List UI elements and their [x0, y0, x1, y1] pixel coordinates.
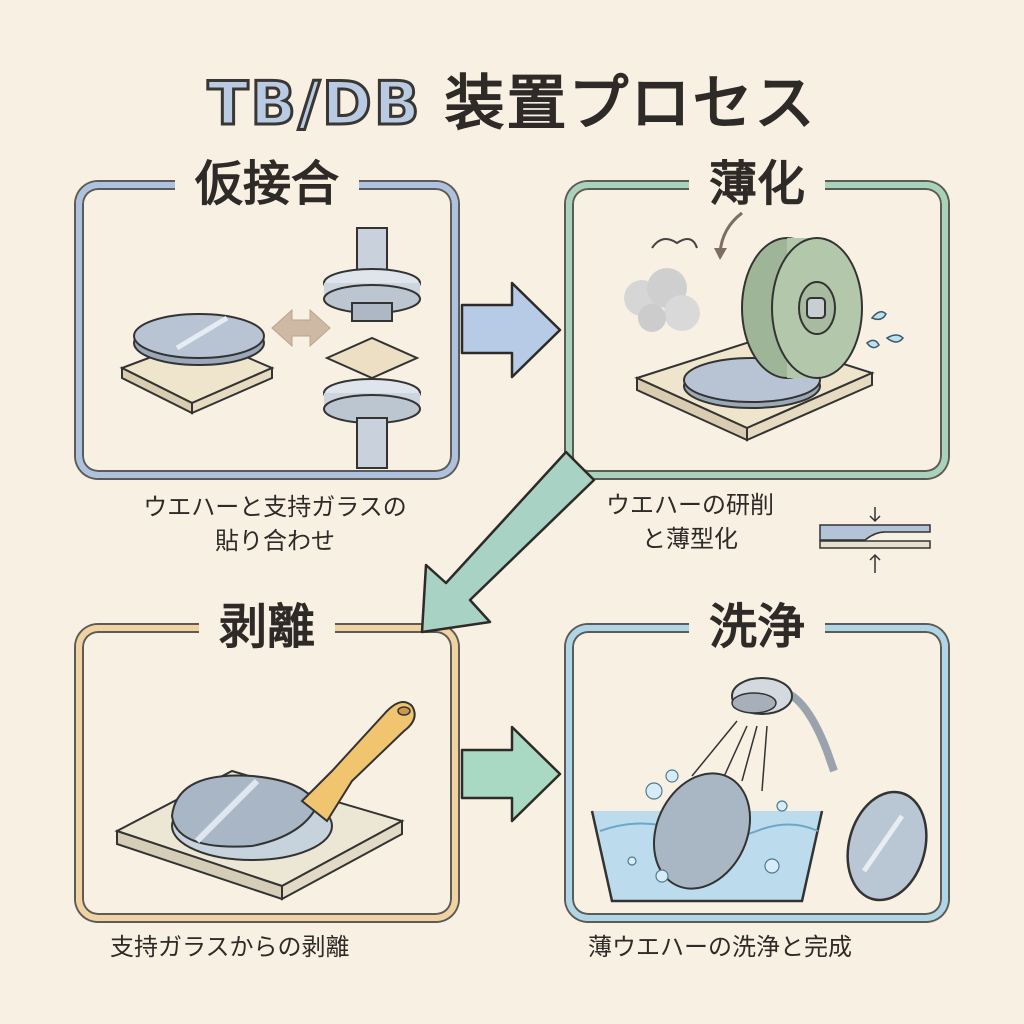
arrow-bonding-to-thinning [460, 281, 562, 379]
shower-head-icon [691, 677, 838, 792]
step-title: 仮接合 [174, 144, 360, 224]
step-title: 洗浄 [688, 587, 826, 667]
caption-line: 貼り合わせ [215, 527, 335, 555]
wafer-icon [652, 772, 752, 890]
grinding-wheel-icon [741, 237, 863, 379]
caption-line: ウエハーと支持ガラスの [143, 493, 407, 521]
rotation-arrow-icon [714, 211, 743, 260]
step-caption-bonding: ウエハーと支持ガラスの 貼り合わせ [90, 490, 460, 558]
press-icon [323, 227, 421, 469]
step-caption-debonding: 支持ガラスからの剥離 [90, 930, 450, 964]
step-panel-debonding: 剥離 [76, 587, 458, 921]
debonding-illustration [114, 701, 416, 901]
step-caption-thinning: ウエハーの研削 と薄型化 [580, 488, 800, 556]
clean-wafer-icon [846, 790, 928, 902]
spatula-icon [300, 701, 416, 823]
step-title: 薄化 [688, 144, 826, 224]
page-title: TB/DB 装置プロセス [0, 55, 1024, 142]
wafer-icon [133, 313, 265, 366]
thinning-diagram [819, 507, 931, 573]
caption-line: 支持ガラスからの剥離 [110, 933, 350, 961]
bonding-illustration [119, 227, 421, 469]
step-panel-bonding: 仮接合 [76, 144, 458, 478]
step-caption-cleaning: 薄ウエハーの洗浄と完成 [580, 930, 948, 964]
step-panel-cleaning: 洗浄 [566, 587, 948, 921]
up-arrow-icon [869, 553, 881, 573]
caption-line: と薄型化 [642, 525, 738, 553]
thinned-layer-icon [819, 524, 931, 549]
thinning-illustration [624, 211, 904, 442]
dust-cloud-icon [624, 238, 700, 332]
arrow-debonding-to-thinning-clean [460, 725, 562, 823]
title-jp: 装置プロセス [421, 69, 817, 139]
double-arrow-icon [271, 308, 331, 348]
title-latin: TB/DB [206, 68, 422, 141]
step-panel-thinning: 薄化 [566, 144, 948, 478]
water-drops-icon [865, 311, 904, 349]
caption-line: ウエハーの研削 [606, 491, 774, 519]
step-title: 剥離 [198, 587, 336, 667]
bubbles-icon [627, 769, 788, 883]
cleaning-illustration [590, 677, 928, 903]
wafer-icon [170, 774, 319, 848]
caption-line: 薄ウエハーの洗浄と完成 [588, 933, 852, 961]
down-arrow-icon [869, 507, 881, 523]
